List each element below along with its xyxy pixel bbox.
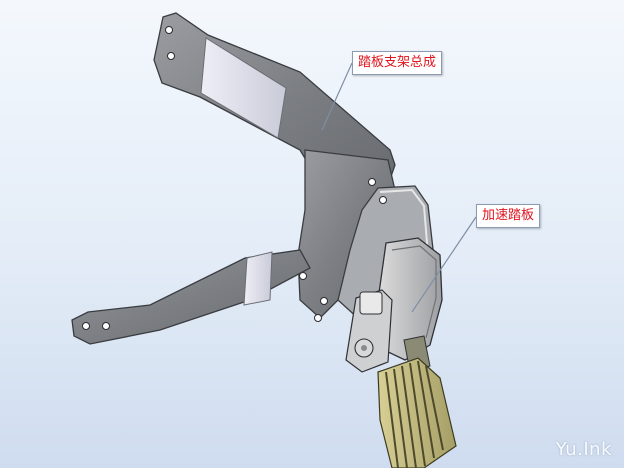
leader-line-pedal [411,216,477,313]
lower-bracket-arm [71,249,311,345]
pedal-pad [377,357,457,468]
leader-line-bracket [321,62,353,131]
watermark: Yu.Ink [555,439,612,460]
bracket-assembly-label: 踏板支架总成 [352,51,443,75]
accelerator-pedal-label: 加速踏板 [476,204,541,228]
